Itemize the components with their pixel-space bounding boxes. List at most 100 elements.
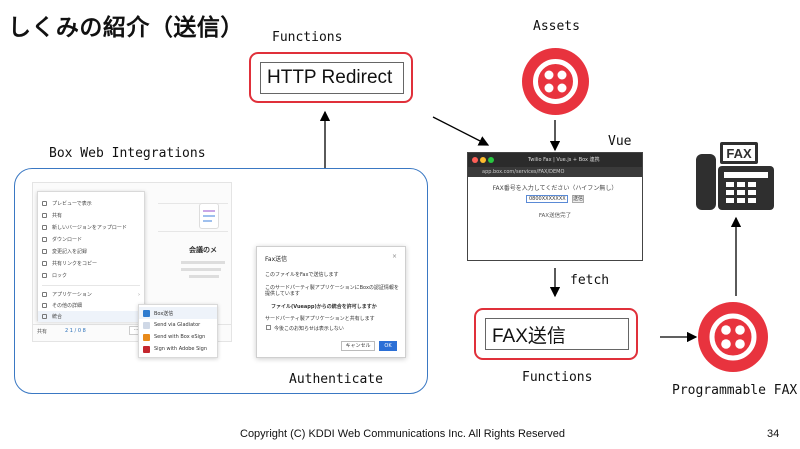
dialog-line3: ファイル(Vueapp)からの統合を許可しますか (271, 304, 377, 310)
menu-item-label: ロック (52, 273, 68, 279)
link-icon (42, 261, 47, 266)
download-icon (42, 237, 47, 242)
menu-item-label: 新しいバージョンをアップロード (52, 225, 127, 231)
menu-item-share[interactable]: 共有 (38, 210, 144, 221)
menu-item-label: 統合 (52, 314, 63, 320)
cancel-button[interactable]: キャンセル (341, 341, 375, 351)
dialog-title: Fax送信 (265, 256, 288, 263)
copyright-footer: Copyright (C) KDDI Web Communications In… (240, 428, 566, 440)
menu-item-lock[interactable]: ロック (38, 270, 144, 281)
chevron-right-icon: › (138, 291, 140, 298)
submenu-item-box-esign[interactable]: Send with Box eSign (139, 331, 217, 343)
menu-item-label: 共有 (52, 213, 63, 219)
ok-button[interactable]: OK (379, 341, 397, 351)
fax-slot (724, 172, 768, 178)
submenu-item-box-fax[interactable]: Box送信 (139, 307, 217, 319)
dialog-line2: このサードパーティ製アプリケーションにBoxの認証情報を提供しています (265, 285, 399, 297)
submenu-item-label: Send via Gladiator (154, 322, 201, 328)
placeholder-line (189, 275, 219, 278)
more-icon (42, 303, 47, 308)
arrow-redirect-to-vue (432, 116, 490, 146)
vue-browser-window: Twilio Fax | Vue.js + Box 連携 app.box.com… (467, 152, 643, 261)
bg-divider (158, 203, 228, 204)
fetch-label: fetch (570, 273, 610, 288)
http-redirect-node: HTTP Redirect (249, 52, 413, 103)
checkbox-label: 今後このお知らせは表示しない (274, 326, 344, 332)
footer-date-text: 2 1 / 0 8 (65, 328, 86, 334)
functions-bottom-label: Functions (522, 370, 593, 385)
doc-line (203, 220, 212, 222)
box-web-integrations-label: Box Web Integrations (49, 146, 206, 161)
menu-item-apps[interactable]: アプリケーション › (38, 289, 144, 300)
http-redirect-text: HTTP Redirect (260, 62, 404, 94)
menu-item-record[interactable]: 変更記入を記録 (38, 246, 144, 257)
box-esign-icon (143, 334, 150, 341)
adobe-sign-icon (143, 346, 150, 353)
close-dot-icon[interactable] (472, 157, 478, 163)
menu-item-label: その他の詳細 (52, 303, 83, 309)
box-fax-icon (143, 310, 150, 317)
menu-item-download[interactable]: ダウンロード (38, 234, 144, 245)
record-icon (42, 249, 47, 254)
bg-divider (33, 324, 231, 325)
close-icon[interactable]: × (391, 253, 397, 260)
dialog-line1: このファイルをFaxで送信します (265, 272, 339, 278)
fax-paper: FAX (720, 142, 758, 164)
menu-item-label: ダウンロード (52, 237, 83, 243)
zoom-dot-icon[interactable] (488, 157, 494, 163)
fax-number-input[interactable]: 0800XXXXXXX (526, 195, 568, 203)
twilio-logo-icon (533, 59, 578, 104)
programmable-fax-label: Programmable FAX (672, 383, 798, 398)
gladiator-icon (143, 322, 150, 329)
dont-show-checkbox[interactable] (266, 325, 271, 330)
upload-icon (42, 225, 47, 230)
fax-status-text: FAX送信完了 (538, 213, 572, 219)
fax-number-prompt: FAX番号を入力してください（ハイフン無し） (492, 185, 618, 192)
twilio-programmable-fax-logo (698, 302, 768, 372)
placeholder-line (181, 268, 221, 271)
submenu-item-gladiator[interactable]: Send via Gladiator (139, 319, 217, 331)
lock-icon (42, 273, 47, 278)
submenu-item-label: Sign with Adobe Sign (154, 346, 208, 352)
vue-label: Vue (608, 134, 632, 149)
menu-item-preview[interactable]: プレビューで表示 (38, 198, 144, 209)
menu-item-label: アプリケーション (52, 292, 92, 298)
footer-share-text[interactable]: 共有 (37, 329, 48, 335)
box-screenshot: 会議のメ 共有 2 1 / 0 8 ··· プレビューで表示 共有 新しいバージ… (32, 182, 232, 342)
functions-top-label: Functions (272, 30, 343, 45)
fax-handset (696, 154, 716, 210)
browser-titlebar: Twilio Fax | Vue.js + Box 連携 (468, 153, 642, 167)
menu-item-integrations[interactable]: 統合› (38, 311, 144, 322)
slide-title: しくみの紹介（送信） (8, 15, 244, 41)
integrations-icon (42, 314, 47, 319)
apps-icon (42, 292, 47, 297)
document-thumbnail-icon (199, 203, 219, 229)
auth-dialog: Fax送信 × このファイルをFaxで送信します このサードパーティ製アプリケー… (256, 246, 406, 358)
submenu-item-label: Send with Box eSign (154, 334, 206, 340)
browser-url-text: app.box.com/services/FAX/DEMO (482, 169, 565, 175)
send-button[interactable]: 送信 (572, 195, 584, 203)
menu-item-label: 共有リンクをコピー (52, 261, 98, 267)
submenu-item-label: Box送信 (154, 310, 174, 317)
browser-tab-title[interactable]: Twilio Fax | Vue.js + Box 連携 (528, 157, 600, 163)
doc-line (203, 215, 215, 217)
twilio-logo-icon (709, 313, 757, 361)
menu-item-more[interactable]: その他の詳細› (38, 300, 144, 311)
menu-separator (42, 285, 140, 286)
fax-send-node: FAX送信 (474, 308, 638, 360)
fax-keypad-icon (726, 182, 756, 203)
browser-url-bar[interactable]: app.box.com/services/FAX/DEMO (468, 167, 642, 177)
menu-item-upload-version[interactable]: 新しいバージョンをアップロード (38, 222, 144, 233)
fax-base (718, 166, 774, 210)
fax-machine-icon: FAX (694, 142, 776, 212)
context-menu: プレビューで表示 共有 新しいバージョンをアップロード ダウンロード 変更記入を… (37, 191, 145, 322)
authenticate-label: Authenticate (289, 372, 383, 387)
minimize-dot-icon[interactable] (480, 157, 486, 163)
fax-send-text: FAX送信 (485, 318, 629, 350)
menu-item-copy-link[interactable]: 共有リンクをコピー (38, 258, 144, 269)
submenu-item-adobe-sign[interactable]: Sign with Adobe Sign (139, 343, 217, 355)
menu-item-label: 変更記入を記録 (52, 249, 88, 255)
bg-divider (158, 231, 228, 232)
file-card-title: 会議のメ (189, 246, 217, 254)
dialog-line4: サードパーティ製アプリケーションと共有します (265, 316, 375, 322)
